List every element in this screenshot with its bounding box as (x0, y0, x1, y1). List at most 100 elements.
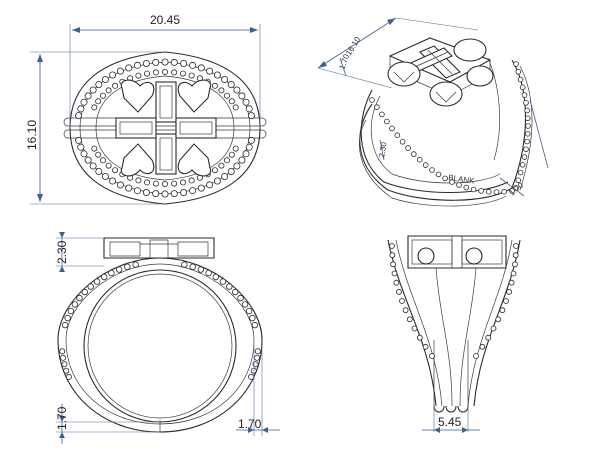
pave-bead (485, 188, 492, 195)
pave-bead (211, 167, 218, 174)
pave-bead (369, 97, 375, 103)
pave-bead (416, 334, 423, 341)
baguette-top (155, 81, 177, 123)
pave-bead (143, 179, 150, 186)
pave-bead (411, 325, 418, 332)
pave-bead (517, 76, 524, 83)
pave-bead (521, 92, 528, 98)
pave-bead (100, 157, 107, 164)
pave-bead (233, 86, 241, 94)
pave-bead (231, 288, 239, 296)
pave-bead (410, 151, 417, 157)
pave-bead (197, 266, 204, 273)
pave-bead (525, 123, 531, 129)
pave-bead (161, 69, 168, 76)
pave-bead (389, 243, 395, 249)
iso-small-b-label: 2.30 (377, 141, 389, 158)
pave-bead (513, 61, 519, 67)
front-view: 20.45 16.10 (25, 13, 267, 205)
pave-bead (84, 92, 92, 100)
pave-bead (509, 188, 515, 194)
pave-bead (189, 61, 197, 69)
pave-bead (59, 348, 66, 355)
pave-bead (61, 361, 68, 368)
heart-stone-br (177, 143, 212, 177)
pave-bead (490, 325, 497, 332)
pave-bead (524, 115, 531, 122)
pave-bead (60, 354, 67, 361)
pave-bead (180, 188, 188, 196)
pave-bead (227, 81, 235, 89)
pave-bead (205, 269, 212, 277)
pave-bead (133, 187, 141, 195)
pave-bead (89, 86, 97, 94)
pave-bead (389, 125, 395, 132)
pave-bead (399, 298, 405, 304)
pave-bead (109, 71, 117, 79)
side-pave-beads (59, 261, 261, 380)
pave-bead (478, 188, 484, 194)
side-view: 2.30 1.70 1.70 (55, 232, 280, 444)
pave-bead (254, 348, 261, 355)
edge-view: 5.45 (387, 235, 521, 433)
pave-bead (212, 273, 220, 281)
pave-bead (247, 112, 255, 120)
pave-bead (170, 58, 178, 66)
pave-bead (510, 270, 517, 277)
pave-bead (245, 307, 253, 315)
pave-bead (125, 64, 133, 72)
pave-bead (416, 156, 423, 163)
pave-bead (227, 167, 235, 175)
pave-bead (65, 373, 72, 380)
pave-bead (395, 288, 402, 295)
pave-bead (142, 188, 150, 196)
pave-bead (171, 69, 178, 76)
pave-bead (67, 307, 75, 315)
pave-bead (485, 334, 492, 341)
side-bottom-height-label: 1.70 (55, 406, 69, 430)
pave-bead (87, 283, 94, 290)
pave-bead (75, 136, 83, 144)
pave-bead (100, 92, 107, 99)
pave-bead (499, 307, 506, 314)
pave-bead (429, 167, 435, 173)
pave-bead (61, 321, 69, 329)
baguette-right (175, 117, 217, 139)
pave-bead (100, 273, 108, 281)
pave-bead (515, 69, 522, 75)
pave-bead (161, 190, 169, 198)
pave-bead (512, 252, 519, 259)
side-shank-width-label: 1.70 (238, 417, 262, 431)
engraving-text: BLANK (448, 173, 476, 186)
pave-bead (170, 190, 178, 198)
pave-bead (93, 278, 101, 285)
iso-width-label: 16.10 (344, 35, 363, 57)
pave-bead (479, 343, 486, 350)
pave-bead (242, 98, 250, 106)
pave-bead (95, 167, 103, 175)
pave-bead (394, 132, 401, 139)
pave-bead (495, 316, 502, 323)
pave-bead (91, 104, 98, 111)
pave-bead (152, 69, 159, 76)
pave-bead (95, 81, 103, 89)
pave-bead (188, 177, 195, 184)
pave-bead (112, 167, 119, 174)
edge-band-width-label: 5.45 (438, 415, 462, 429)
pave-bead (135, 72, 142, 79)
pave-bead (206, 67, 214, 75)
pave-bead (161, 58, 169, 66)
pave-bead (519, 162, 526, 168)
pave-bead (108, 269, 115, 277)
pave-bead (213, 71, 221, 79)
heart-stone-tl (120, 79, 155, 113)
pave-bead (523, 100, 529, 106)
pave-bead (181, 261, 188, 268)
pave-bead (125, 184, 133, 192)
pave-bead (213, 177, 221, 185)
pave-bead (105, 87, 112, 94)
pave-bead (228, 151, 235, 158)
pave-bead (384, 118, 390, 125)
pave-bead (91, 145, 98, 152)
pave-bead (116, 67, 124, 75)
